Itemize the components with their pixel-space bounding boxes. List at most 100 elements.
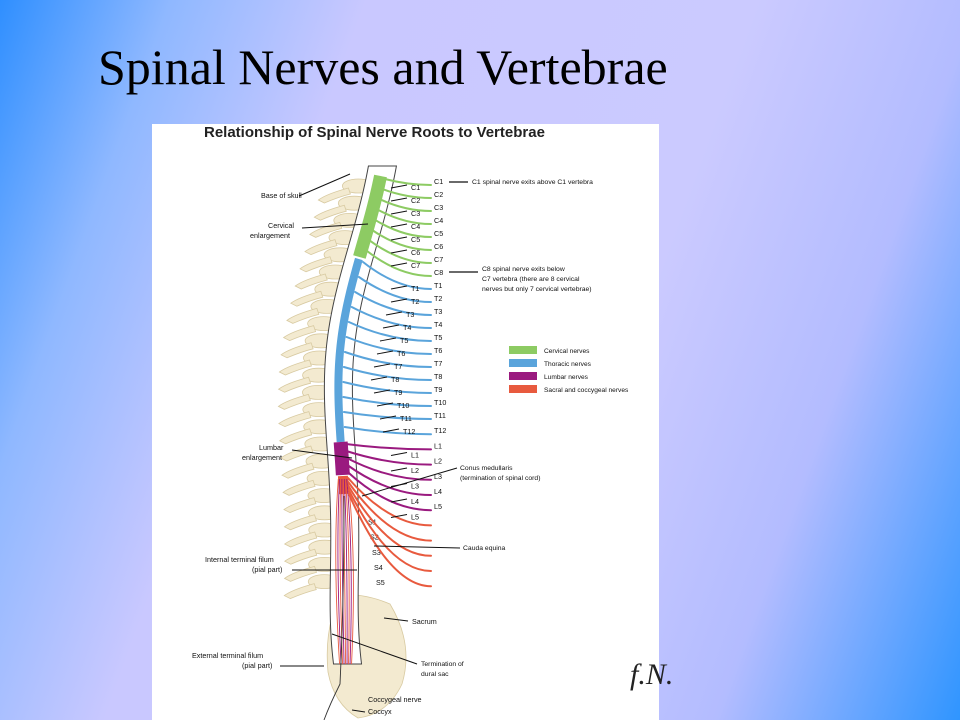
vertebra-leader-line bbox=[390, 498, 408, 503]
cauda-equina-fiber bbox=[337, 478, 342, 665]
label-external-filum-1: External terminal filum bbox=[192, 651, 263, 660]
vertebra-label-t11: T11 bbox=[400, 414, 412, 423]
vertebra-leader-line bbox=[382, 324, 400, 329]
vertebra-process bbox=[286, 307, 320, 324]
nerve-label-s4: S4 bbox=[374, 563, 383, 572]
nerve-root-t10 bbox=[342, 396, 432, 407]
nerve-root-t9 bbox=[342, 381, 432, 394]
legend-swatch-1 bbox=[509, 359, 537, 367]
nerve-root-c5 bbox=[373, 218, 432, 238]
annotation-conus-2: (termination of spinal cord) bbox=[460, 475, 540, 482]
nerve-label-t7: T7 bbox=[434, 359, 442, 368]
vertebra-process bbox=[283, 548, 318, 565]
nerve-label-t10: T10 bbox=[434, 398, 446, 407]
vertebra-process bbox=[304, 239, 338, 256]
cauda-equina-fiber bbox=[345, 478, 350, 665]
vertebra-label-t7: T7 bbox=[394, 362, 402, 371]
base-of-skull-leader bbox=[298, 173, 351, 197]
nerve-label-c3: C3 bbox=[434, 203, 443, 212]
vertebra-process bbox=[278, 359, 312, 376]
vertebra-label-c1: C1 bbox=[411, 183, 420, 192]
annotation-c8-2: C7 vertebra (there are 8 cervical bbox=[482, 276, 580, 283]
nerve-label-t11: T11 bbox=[434, 411, 446, 420]
label-lumbar-enlargement-2: enlargement bbox=[242, 453, 282, 462]
legend-swatch-0 bbox=[509, 346, 537, 354]
nerve-root-l2 bbox=[345, 450, 432, 466]
legend-swatch-3 bbox=[509, 385, 537, 393]
nerve-root-t8 bbox=[342, 366, 432, 381]
nerve-root-t12 bbox=[343, 426, 432, 436]
nerve-label-t6: T6 bbox=[434, 346, 442, 355]
annotation-c8-3: nerves but only 7 cervical vertebrae) bbox=[482, 286, 592, 293]
vertebra-leader-line bbox=[379, 415, 397, 420]
nerve-label-s2: S2 bbox=[370, 533, 379, 542]
legend-label-1: Thoracic nerves bbox=[544, 361, 592, 368]
vertebra-label-t10: T10 bbox=[397, 401, 409, 410]
vertebra-label-c6: C6 bbox=[411, 248, 420, 257]
coccygeal-nerve-label: Coccygeal nerve bbox=[368, 695, 422, 704]
vertebra-leader-line bbox=[390, 249, 408, 254]
nerve-root-c7 bbox=[368, 239, 432, 264]
vertebra-label-t6: T6 bbox=[397, 349, 405, 358]
nerve-label-s5: S5 bbox=[376, 578, 385, 587]
nerve-label-t8: T8 bbox=[434, 372, 442, 381]
vertebra-leader-line bbox=[376, 402, 394, 407]
vertebra-leader-line bbox=[376, 350, 394, 355]
vertebra-leader-line bbox=[390, 514, 408, 518]
vertebra-label-c5: C5 bbox=[411, 235, 420, 244]
vertebra-label-t8: T8 bbox=[391, 375, 399, 384]
vertebra-leader-line bbox=[373, 389, 391, 394]
nerve-root-c6 bbox=[371, 229, 432, 251]
nerve-label-t2: T2 bbox=[434, 294, 442, 303]
annotation-cauda-equina: Cauda equina bbox=[463, 545, 506, 552]
nerve-root-s4 bbox=[347, 489, 432, 572]
vertebra-process bbox=[277, 393, 311, 410]
vertebra-process bbox=[283, 583, 317, 600]
artist-signature: f.N. bbox=[630, 658, 674, 691]
vertebra-process bbox=[313, 204, 347, 221]
sacrum-leader-line bbox=[383, 617, 409, 622]
vertebra-process bbox=[278, 428, 313, 445]
nerve-root-c2 bbox=[381, 188, 432, 199]
thoracic-cord-segment bbox=[334, 257, 363, 443]
spinal-diagram: C1C2C3C4C5C6C7C8T1T2T3T4T5T6T7T8T9T10T11… bbox=[192, 165, 629, 720]
nerve-label-c4: C4 bbox=[434, 216, 443, 225]
nerve-root-t4 bbox=[350, 306, 432, 329]
vertebra-process bbox=[283, 497, 317, 514]
vertebra-label-l5: L5 bbox=[411, 513, 419, 522]
vertebra-process bbox=[280, 342, 314, 359]
nerve-root-s2 bbox=[347, 481, 432, 542]
vertebra-label-t5: T5 bbox=[400, 336, 408, 345]
vertebra-process bbox=[281, 462, 315, 479]
label-external-filum-2: (pial part) bbox=[242, 661, 272, 670]
nerve-root-c8 bbox=[365, 249, 432, 277]
label-cervical-enlargement-1: Cervical bbox=[268, 221, 294, 230]
vertebra-process bbox=[283, 531, 318, 548]
vertebra-leader-line bbox=[385, 311, 403, 316]
sacrum-label: Sacrum bbox=[412, 617, 437, 626]
vertebra-process bbox=[280, 445, 314, 462]
nerve-root-c1 bbox=[383, 178, 432, 186]
nerve-label-l3: L3 bbox=[434, 472, 442, 481]
legend-label-3: Sacral and coccygeal nerves bbox=[544, 387, 629, 394]
vertebra-label-l2: L2 bbox=[411, 466, 419, 475]
nerve-root-c3 bbox=[379, 198, 432, 212]
nerve-root-s1 bbox=[347, 477, 432, 527]
vertebra-label-t4: T4 bbox=[403, 323, 411, 332]
vertebra-leader-line bbox=[390, 262, 408, 267]
cervical-cord-segment bbox=[353, 174, 387, 259]
cauda-annotation-leader bbox=[373, 545, 461, 549]
vertebra-leader-line bbox=[390, 223, 408, 228]
vertebra-leader-line bbox=[390, 452, 408, 456]
legend-label-2: Lumbar nerves bbox=[544, 374, 589, 381]
nerve-root-l1 bbox=[344, 443, 432, 451]
nerve-label-c8: C8 bbox=[434, 268, 443, 277]
nerve-root-t2 bbox=[357, 276, 432, 303]
label-cervical-enlargement-2: enlargement bbox=[250, 231, 290, 240]
nerve-label-c2: C2 bbox=[434, 190, 443, 199]
vertebra-process bbox=[290, 290, 324, 307]
nerve-label-l4: L4 bbox=[434, 487, 442, 496]
annotation-dural-sac-1: Termination of bbox=[421, 661, 464, 668]
figure-panel: Relationship of Spinal Nerve Roots to Ve… bbox=[152, 124, 659, 720]
vertebra-label-l1: L1 bbox=[411, 451, 419, 460]
